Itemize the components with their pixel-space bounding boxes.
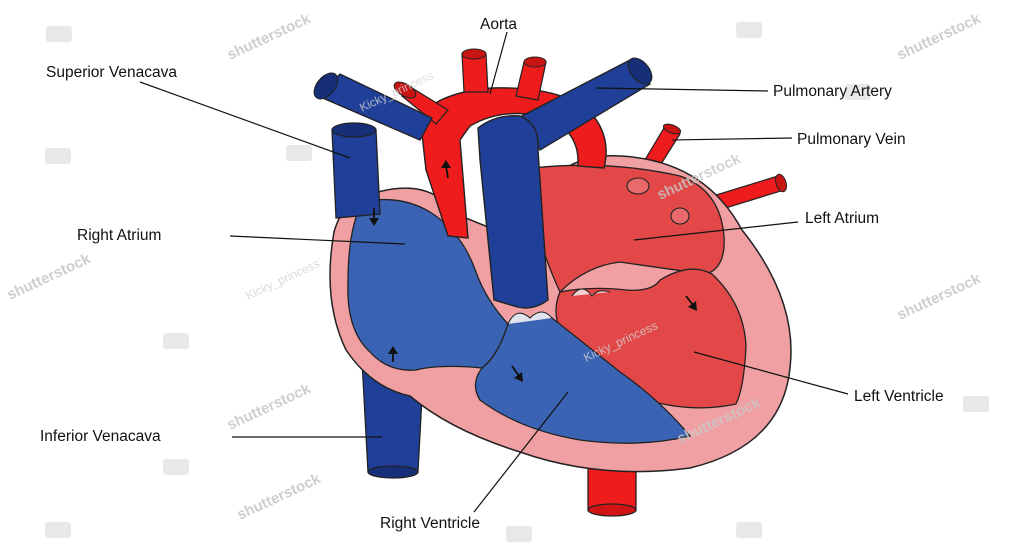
- label-pulmonary-artery: Pulmonary Artery: [773, 83, 892, 100]
- aorta-vessel: [393, 48, 607, 239]
- superior-venacava-vessel: [331, 122, 381, 219]
- leader-pulmonary-artery: [595, 87, 769, 92]
- right-ventricle-chamber: [474, 316, 692, 444]
- leader-left-ventricle: [693, 351, 849, 395]
- labels: Aorta Superior Venacava Pulmonary Artery…: [40, 16, 944, 532]
- inferior-venacava-end: [367, 465, 419, 479]
- label-superior-venacava: Superior Venacava: [46, 64, 177, 81]
- label-left-ventricle: Left Ventricle: [854, 388, 944, 405]
- aorta-branch-2: [461, 53, 489, 93]
- arrow-icon: [511, 365, 523, 382]
- pulmonary-artery-right-end: [627, 57, 653, 85]
- label-pulmonary-vein: Pulmonary Vein: [797, 131, 906, 148]
- arrow-icon: [685, 295, 697, 311]
- label-inferior-venacava: Inferior Venacava: [40, 428, 161, 445]
- pulmonary-vein-upper-end: [662, 123, 682, 135]
- label-right-ventricle: Right Ventricle: [380, 515, 480, 532]
- pulmonary-artery-left-end: [313, 72, 339, 100]
- pulmonary-trunk: [477, 115, 549, 309]
- leader-aorta: [489, 31, 508, 95]
- leader-left-atrium: [633, 221, 799, 241]
- watermark-author: Kicky_princess: [243, 256, 321, 303]
- descending-aorta-end: [587, 503, 637, 517]
- watermark-brand: shutterstock: [895, 10, 984, 64]
- watermark-brand: shutterstock: [225, 380, 314, 434]
- flow-arrows: [369, 160, 697, 382]
- pulmonary-artery-vessel: [313, 57, 653, 309]
- leader-right-ventricle: [473, 391, 569, 513]
- arrow-icon: [388, 346, 398, 362]
- leader-lines: [139, 31, 849, 513]
- pulmonary-vein-lower-end: [774, 173, 788, 193]
- aorta-arch: [419, 87, 607, 239]
- aorta-branch-1-end: [393, 81, 417, 99]
- watermark-brand: shutterstock: [5, 250, 94, 304]
- superior-venacava-tube: [331, 129, 381, 219]
- mitral-valve: [571, 288, 611, 297]
- aorta-branch-3-end: [523, 56, 547, 68]
- label-left-atrium: Left Atrium: [805, 210, 879, 227]
- pulmonary-vein-opening-1: [626, 177, 650, 195]
- leader-superior-venacava: [139, 81, 351, 159]
- tricuspid-valve: [507, 311, 553, 325]
- leader-pulmonary-vein: [671, 137, 793, 141]
- watermark-brand: shutterstock: [235, 470, 324, 524]
- watermark-brand: shutterstock: [225, 10, 314, 64]
- leader-right-atrium: [229, 235, 406, 245]
- watermark-brand: shutterstock: [895, 270, 984, 324]
- aorta-branch-2-end: [461, 48, 487, 60]
- arrow-icon: [369, 208, 379, 226]
- superior-venacava-end: [331, 122, 377, 138]
- label-aorta: Aorta: [480, 16, 517, 33]
- label-right-atrium: Right Atrium: [77, 227, 161, 244]
- arrow-icon: [441, 160, 451, 179]
- pulmonary-vein-opening-2: [670, 207, 690, 225]
